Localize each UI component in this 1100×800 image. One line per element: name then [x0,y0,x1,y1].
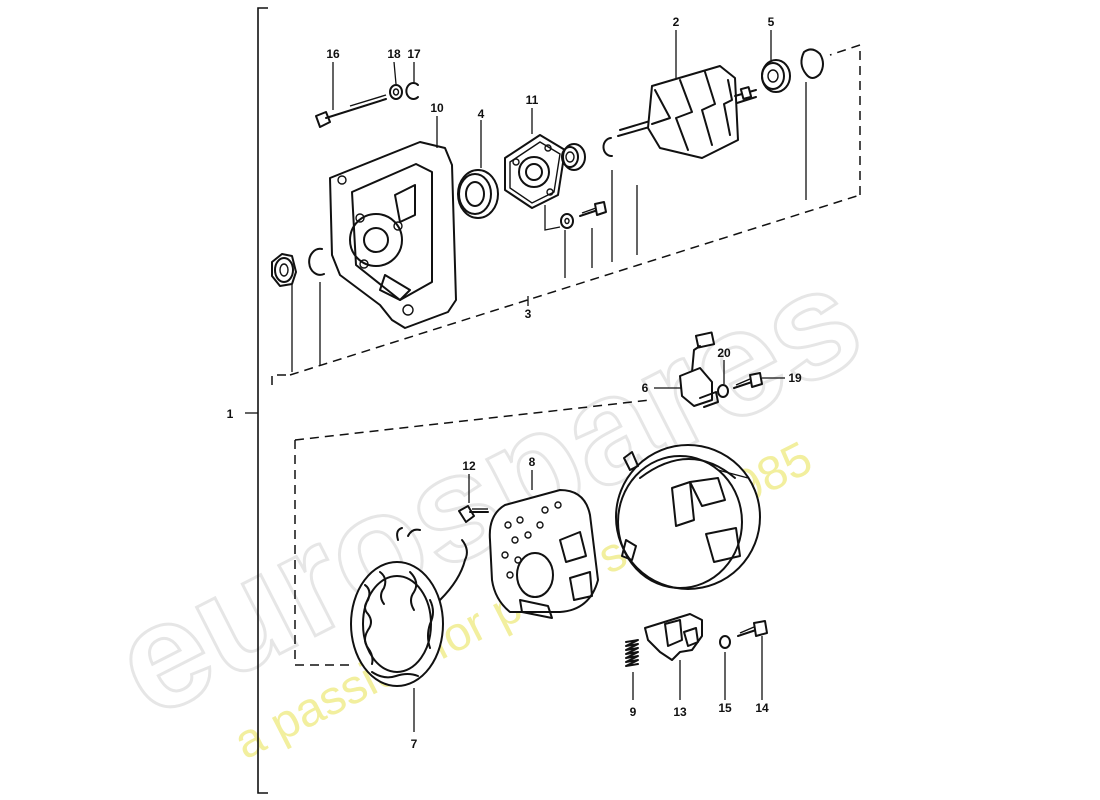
callout-8: 8 [529,455,536,469]
callout-7: 7 [411,737,418,751]
part-2-rotor [617,30,757,159]
callout-1: 1 [227,407,234,421]
callout-15: 15 [718,701,732,715]
callout-labels: 1 2 3 4 5 6 7 8 9 10 11 12 13 14 15 16 1… [227,15,802,751]
callout-9: 9 [630,705,637,719]
part-end-cover [615,444,761,590]
part-5-bearing [761,30,791,93]
part-retainer-washer [560,213,574,229]
part-13-brush-holder [644,613,703,700]
part-wave-washer [800,48,824,79]
part-18-washer [389,61,403,100]
part-11-retainer-plate [504,108,566,231]
assembly-bracket [245,7,268,794]
part-8-rectifier [488,470,599,619]
callout-14: 14 [755,701,769,715]
callout-6: 6 [642,381,649,395]
lower-group-frame [294,399,651,666]
part-17-clip [405,62,419,100]
part-16-bolt [315,62,387,128]
callout-11: 11 [526,93,539,107]
part-spacer-sleeve [561,143,586,171]
callout-4: 4 [478,107,485,121]
watermark: eurospares a passion for parts since 198… [87,230,887,770]
callout-5: 5 [768,15,775,29]
callout-17: 17 [407,47,421,61]
part-pulley-clip [308,247,325,276]
part-20-washer [717,360,729,398]
part-19-screw [733,372,785,389]
part-retainer-screw [579,201,607,217]
callout-13: 13 [673,705,687,719]
part-12-screw [458,474,489,523]
part-15-washer [719,635,731,700]
callout-19: 19 [788,371,802,385]
part-14-screw [737,620,768,700]
callout-10: 10 [430,101,444,115]
callout-20: 20 [717,346,731,360]
callout-3: 3 [525,307,532,321]
upper-group-frame [271,44,861,385]
callout-2: 2 [673,15,680,29]
part-9-spring [625,639,639,700]
callout-18: 18 [387,47,401,61]
part-4-bearing [457,120,499,219]
part-10-housing [329,116,457,329]
callout-16: 16 [326,47,340,61]
part-pulley-nut [271,253,297,287]
part-7-stator [350,527,468,732]
callout-12: 12 [462,459,476,473]
part-6-connector [654,331,719,408]
part-circlip [602,137,613,157]
